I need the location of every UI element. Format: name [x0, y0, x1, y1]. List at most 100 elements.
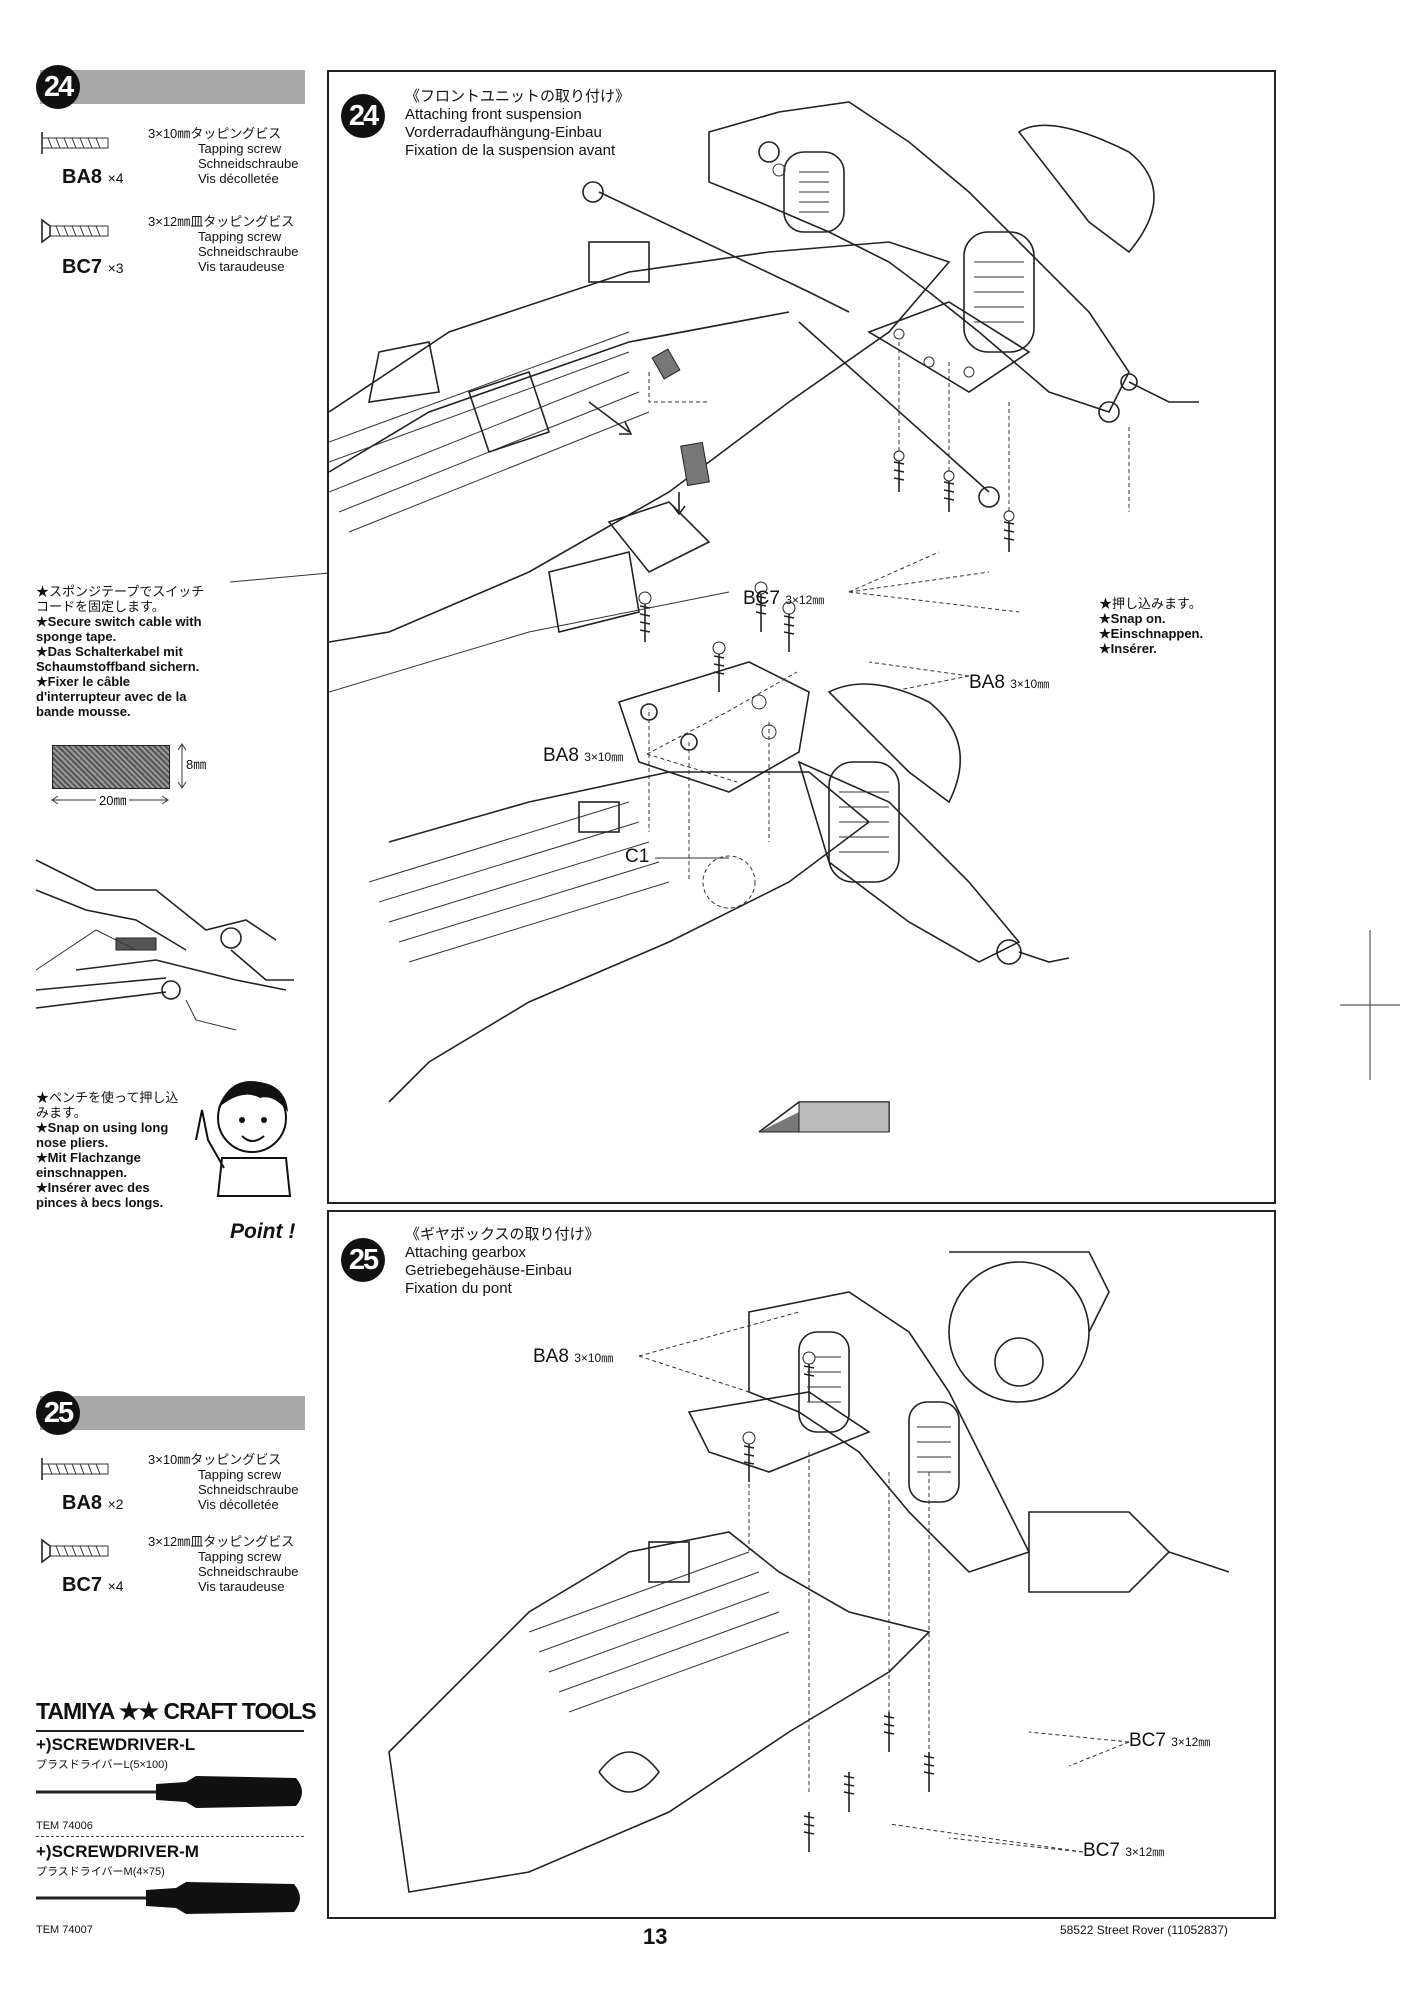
note-line: ★Snap on using long: [36, 1120, 169, 1135]
screw-desc-en: Tapping screw: [198, 1467, 282, 1482]
code-text: BC7: [62, 256, 103, 278]
point-mascot-icon: [195, 1081, 292, 1197]
screw-desc-ja: 3×12㎜皿タッピングビス: [148, 1534, 295, 1549]
screw-desc-ja: 3×12㎜皿タッピングビス: [148, 214, 295, 229]
qty-text: ×2: [107, 1496, 124, 1512]
step24-sidebar-number: 24: [36, 65, 80, 109]
callout-size: 3×10㎜: [574, 1351, 614, 1365]
screw-ba8-description: 3×10㎜タッピングビス Tapping screw Schneidschrau…: [148, 1452, 298, 1512]
note-line: ★Mit Flachzange: [36, 1150, 141, 1165]
note-line: nose pliers.: [36, 1135, 109, 1150]
note-line: ★押し込みます。: [1099, 596, 1202, 611]
screw-bc7-description: 3×12㎜皿タッピングビス Tapping screw Schneidschra…: [148, 1534, 298, 1594]
qty-text: ×3: [107, 260, 124, 276]
callout-ba8-right-leaders: [868, 661, 970, 691]
screw-ba8-code: BA8 ×2: [62, 1492, 124, 1515]
tools-divider: [36, 1836, 304, 1837]
callout-ba8-left-leaders: [646, 671, 798, 783]
note-line: みます。: [36, 1105, 87, 1120]
screw-desc-en: Tapping screw: [198, 229, 282, 244]
screwdriver-icon: [36, 1776, 302, 1808]
pliers-snap-illustration: [35, 859, 294, 1031]
screw-bc7-code: BC7 ×3: [62, 256, 124, 279]
screw-bc7-code: BC7 ×4: [62, 1574, 124, 1597]
tool-name: +)SCREWDRIVER-M: [36, 1842, 199, 1861]
tool-code: TEM 74007: [36, 1924, 93, 1936]
note-line: ★Insérer.: [1099, 641, 1157, 656]
screwdriver-icon: [36, 1882, 300, 1914]
callout-size: 3×12㎜: [1171, 1735, 1211, 1749]
screw-desc-fr: Vis décolletée: [198, 171, 279, 186]
callout-size: 3×10㎜: [1010, 677, 1050, 691]
crop-mark: [1340, 930, 1400, 1080]
screw-desc-de: Schneidschraube: [198, 244, 299, 259]
front-suspension-drawing-upper: [329, 101, 1199, 693]
step25-sidebar-number: 25: [36, 1391, 80, 1435]
step24-header-bar: [40, 70, 305, 104]
tool-subtitle: プラスドライバーL(5×100): [36, 1759, 168, 1771]
note-line: ★Das Schalterkabel mit: [36, 644, 183, 659]
step25-panel-number: 25: [341, 1238, 385, 1282]
code-text: BA8: [62, 166, 103, 188]
note-line: sponge tape.: [36, 629, 117, 644]
callout-code: BC7: [1129, 1730, 1166, 1751]
screw-desc-de: Schneidschraube: [198, 1564, 299, 1579]
callout-code: BC7: [1083, 1840, 1120, 1861]
screw-ba8-description: 3×10㎜タッピングビス Tapping screw Schneidschrau…: [148, 126, 298, 186]
title-de: Vorderradaufhängung-Einbau: [405, 124, 602, 141]
step24-panel: 24 《フロントユニットの取り付け》 Attaching front suspe…: [327, 70, 1276, 1204]
callout-code: BA8: [533, 1346, 569, 1367]
screw-desc-fr: Vis taraudeuse: [198, 1579, 285, 1594]
title-fr: Fixation de la suspension avant: [405, 142, 616, 159]
front-suspension-drawing-lower: [368, 581, 1070, 1133]
note-line: d'interrupteur avec de la: [36, 689, 187, 704]
callout-bc7-a-leaders: [1028, 1731, 1130, 1767]
title-de: Getriebegehäuse-Einbau: [405, 1262, 572, 1279]
screw-ba8-code: BA8 ×4: [62, 166, 124, 189]
screw-desc-fr: Vis décolletée: [198, 1497, 279, 1512]
callout-ba8-leaders: [638, 1311, 800, 1393]
callout-size: 3×10㎜: [584, 750, 624, 764]
screw-desc-ja: 3×10㎜タッピングビス: [148, 126, 282, 141]
countersunk-screw-icon: [41, 1538, 109, 1564]
callout-bc7: BC7 3×12㎜: [743, 588, 824, 610]
callout-size: 3×12㎜: [785, 593, 825, 607]
note-line: ★Snap on.: [1099, 611, 1166, 626]
note-line: ★スポンジテープでスイッチ: [36, 584, 205, 599]
code-text: BA8: [62, 1492, 103, 1514]
note-line: ★ペンチを使って押し込: [36, 1090, 179, 1105]
gearbox-drawing: [388, 1251, 1230, 1893]
note-line: einschnappen.: [36, 1165, 128, 1180]
callout-ba8: BA8 3×10㎜: [533, 1346, 613, 1368]
tapping-screw-icon: [41, 132, 109, 154]
callout-c1-leader: [655, 857, 729, 859]
screw-desc-ja: 3×10㎜タッピングビス: [148, 1452, 282, 1467]
tool-subtitle: プラスドライバーM(4×75): [36, 1866, 165, 1878]
screw-desc-en: Tapping screw: [198, 1549, 282, 1564]
qty-text: ×4: [107, 1578, 124, 1594]
callout-c1: C1: [625, 846, 650, 867]
tapping-screw-icon: [41, 1458, 109, 1480]
title-en: Attaching front suspension: [405, 106, 582, 123]
title-en: Attaching gearbox: [405, 1244, 526, 1261]
snap-on-note: ★押し込みます。 ★Snap on. ★Einschnappen. ★Insér…: [1099, 596, 1203, 656]
note-line: ★Fixer le câble: [36, 674, 131, 689]
note-line: コードを固定します。: [36, 599, 165, 614]
step24-panel-number: 24: [341, 94, 385, 138]
sponge-tape-note: ★スポンジテープでスイッチ コードを固定します。 ★Secure switch …: [36, 584, 251, 719]
callout-code: BA8: [969, 672, 1005, 693]
craft-tools-brand: TAMIYA ★★ CRAFT TOOLS: [36, 1698, 317, 1724]
screw-bc7-description: 3×12㎜皿タッピングビス Tapping screw Schneidschra…: [148, 214, 298, 274]
callout-code: BA8: [543, 745, 579, 766]
code-text: BC7: [62, 1574, 103, 1596]
callout-size: 3×12㎜: [1125, 1845, 1165, 1859]
note-line: pinces à becs longs.: [36, 1195, 164, 1210]
step24-title: 《フロントユニットの取り付け》 Attaching front suspensi…: [405, 88, 630, 160]
screw-desc-fr: Vis taraudeuse: [198, 259, 285, 274]
tools-divider: [36, 1730, 304, 1732]
title-ja: 《フロントユニットの取り付け》: [405, 88, 631, 105]
callout-code: BC7: [743, 588, 780, 609]
callout-ba8-right: BA8 3×10㎜: [969, 672, 1049, 694]
sponge-note-leader: [229, 571, 341, 583]
qty-text: ×4: [107, 170, 124, 186]
